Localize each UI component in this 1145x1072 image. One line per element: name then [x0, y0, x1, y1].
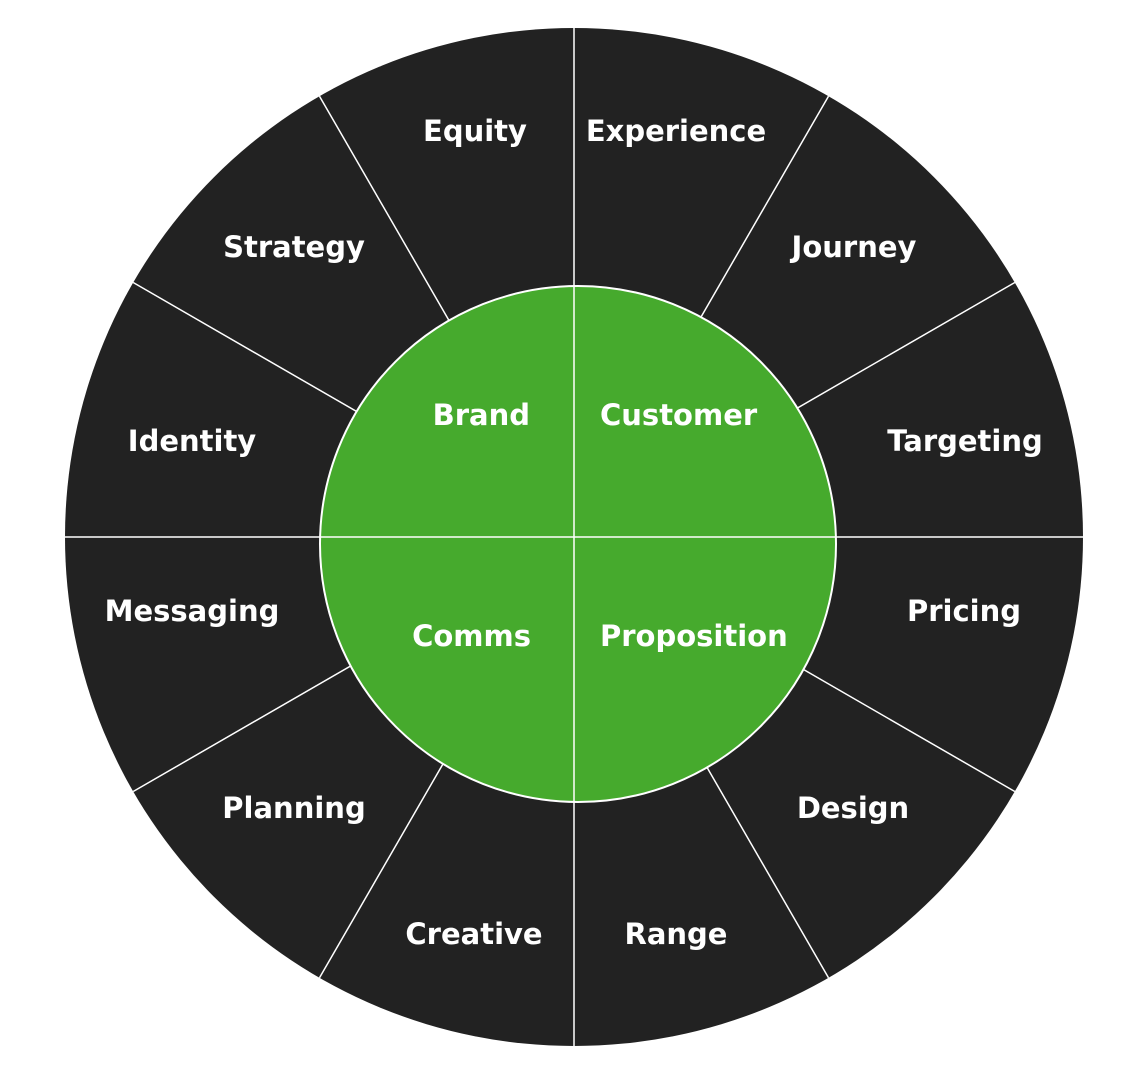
outer-label-journey: Journey — [790, 230, 917, 264]
outer-label-creative: Creative — [405, 917, 542, 951]
inner-circle — [319, 285, 837, 803]
outer-label-range: Range — [625, 917, 728, 951]
inner-label-comms: Comms — [412, 619, 531, 653]
outer-label-design: Design — [797, 791, 909, 825]
outer-label-planning: Planning — [222, 791, 365, 825]
outer-label-pricing: Pricing — [907, 594, 1021, 628]
outer-label-identity: Identity — [128, 424, 257, 458]
inner-label-brand: Brand — [433, 398, 530, 432]
outer-label-experience: Experience — [586, 114, 766, 148]
inner-label-proposition: Proposition — [600, 619, 788, 653]
inner-label-customer: Customer — [600, 398, 758, 432]
inner-dividers — [320, 286, 836, 802]
outer-label-equity: Equity — [423, 114, 527, 148]
outer-label-messaging: Messaging — [105, 594, 280, 628]
outer-label-strategy: Strategy — [223, 230, 365, 264]
outer-label-targeting: Targeting — [887, 424, 1043, 458]
